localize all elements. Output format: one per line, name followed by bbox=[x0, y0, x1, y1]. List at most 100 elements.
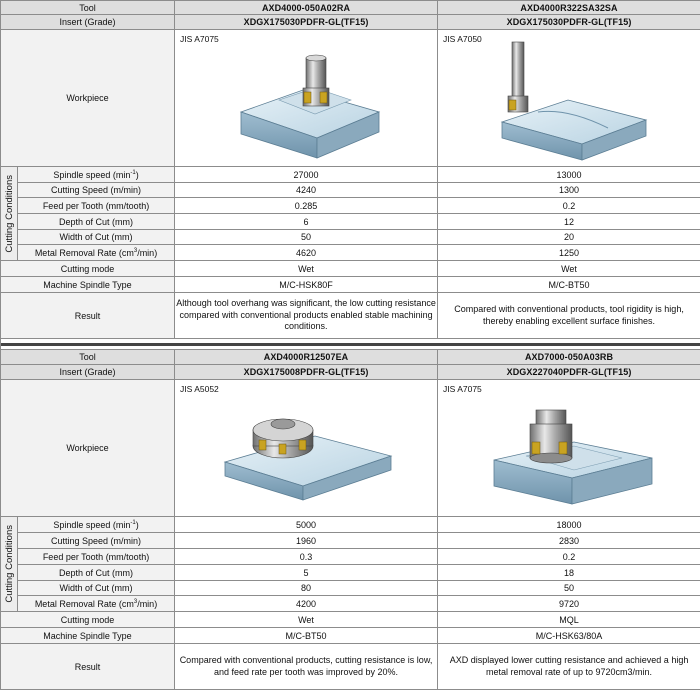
insert-label: Insert (Grade) bbox=[0, 364, 176, 380]
mrr-label: Metal Removal Rate (cm3/min) bbox=[16, 244, 176, 261]
spindle-speed-value: 18000 bbox=[437, 516, 700, 533]
tool-label: Tool bbox=[0, 0, 176, 15]
spindle-type-label: Machine Spindle Type bbox=[0, 627, 176, 644]
workpiece-cell: JIS A5052 bbox=[174, 379, 439, 517]
spindle-speed-label: Spindle speed (min-1) bbox=[16, 166, 176, 183]
result-text: Although tool overhang was significant, … bbox=[174, 292, 439, 339]
spindle-type-value: M/C-HSK80F bbox=[174, 276, 439, 293]
result-text: Compared with conventional products, too… bbox=[437, 292, 700, 339]
deep-pocket-illustration bbox=[493, 409, 653, 505]
workpiece-row: Workpiece JIS A5052 JIS A7075 bbox=[0, 379, 700, 517]
spindle-type-row: Machine Spindle Type M/C-BT50 M/C-HSK63/… bbox=[0, 627, 700, 644]
cutting-conditions-side-label: Cutting Conditions bbox=[0, 166, 18, 261]
tool-name: AXD4000-050A02RA bbox=[174, 0, 439, 15]
mrr-row: Metal Removal Rate (cm3/min) 4200 9720 bbox=[1, 595, 700, 612]
insert-row: Insert (Grade) XDGX175030PDFR-GL(TF15) X… bbox=[0, 14, 700, 30]
depth-of-cut-row: Depth of Cut (mm) 6 12 bbox=[1, 213, 700, 230]
feed-per-tooth-value: 0.285 bbox=[174, 197, 439, 214]
cutting-speed-label: Cutting Speed (m/min) bbox=[16, 182, 176, 198]
width-of-cut-value: 20 bbox=[437, 229, 700, 245]
depth-of-cut-label: Depth of Cut (mm) bbox=[16, 213, 176, 230]
depth-of-cut-value: 18 bbox=[437, 564, 700, 581]
tool-name: AXD4000R322SA32SA bbox=[437, 0, 700, 15]
face-mill-plate-illustration bbox=[223, 418, 393, 501]
insert-name: XDGX175030PDFR-GL(TF15) bbox=[437, 14, 700, 30]
material-label: JIS A7075 bbox=[180, 34, 219, 44]
cutting-mode-label: Cutting mode bbox=[0, 611, 176, 628]
mrr-value: 4200 bbox=[174, 595, 439, 612]
result-text: AXD displayed lower cutting resistance a… bbox=[437, 643, 700, 690]
result-row: Result Although tool overhang was signif… bbox=[0, 292, 700, 339]
cutting-speed-value: 1300 bbox=[437, 182, 700, 198]
tool-row: Tool AXD4000-050A02RA AXD4000R322SA32SA bbox=[0, 0, 700, 15]
depth-of-cut-row: Depth of Cut (mm) 5 18 bbox=[1, 564, 700, 581]
insert-label: Insert (Grade) bbox=[0, 14, 176, 30]
spindle-type-label: Machine Spindle Type bbox=[0, 276, 176, 293]
insert-name: XDGX175008PDFR-GL(TF15) bbox=[174, 364, 439, 380]
spindle-speed-value: 27000 bbox=[174, 166, 439, 183]
cutting-mode-value: MQL bbox=[437, 611, 700, 628]
tool-label: Tool bbox=[0, 349, 176, 365]
material-label: JIS A7050 bbox=[443, 34, 482, 44]
material-label: JIS A5052 bbox=[180, 384, 219, 394]
tool-name: AXD4000R12507EA bbox=[174, 349, 439, 365]
depth-of-cut-label: Depth of Cut (mm) bbox=[16, 564, 176, 581]
workpiece-row: Workpiece JIS A7075 JIS A7050 bbox=[0, 29, 700, 167]
width-of-cut-row: Width of Cut (mm) 80 50 bbox=[1, 580, 700, 596]
feed-per-tooth-value: 0.2 bbox=[437, 548, 700, 565]
mrr-value: 9720 bbox=[437, 595, 700, 612]
cutting-speed-value: 4240 bbox=[174, 182, 439, 198]
cutting-mode-value: Wet bbox=[174, 260, 439, 277]
result-text: Compared with conventional products, cut… bbox=[174, 643, 439, 690]
width-of-cut-value: 80 bbox=[174, 580, 439, 596]
spindle-speed-value: 13000 bbox=[437, 166, 700, 183]
depth-of-cut-value: 5 bbox=[174, 564, 439, 581]
face-milling-slot-illustration bbox=[239, 54, 381, 159]
result-row: Result Compared with conventional produc… bbox=[0, 643, 700, 690]
mrr-row: Metal Removal Rate (cm3/min) 4620 1250 bbox=[1, 244, 700, 261]
width-of-cut-row: Width of Cut (mm) 50 20 bbox=[1, 229, 700, 245]
cutting-mode-value: Wet bbox=[174, 611, 439, 628]
insert-name: XDGX227040PDFR-GL(TF15) bbox=[437, 364, 700, 380]
workpiece-cell: JIS A7075 bbox=[437, 379, 700, 517]
width-of-cut-value: 50 bbox=[174, 229, 439, 245]
result-label: Result bbox=[0, 292, 176, 339]
mrr-value: 4620 bbox=[174, 244, 439, 261]
feed-per-tooth-value: 0.2 bbox=[437, 197, 700, 214]
section-separator bbox=[0, 338, 700, 350]
workpiece-label: Workpiece bbox=[0, 379, 176, 517]
depth-of-cut-value: 6 bbox=[174, 213, 439, 230]
workpiece-cell: JIS A7075 bbox=[174, 29, 439, 167]
spindle-type-row: Machine Spindle Type M/C-HSK80F M/C-BT50 bbox=[0, 276, 700, 293]
spindle-speed-row: Cutting Conditions Spindle speed (min-1)… bbox=[0, 166, 700, 261]
cutting-speed-row: Cutting Speed (m/min) 4240 1300 bbox=[1, 182, 700, 198]
cutting-mode-row: Cutting mode Wet MQL bbox=[0, 611, 700, 628]
feed-per-tooth-label: Feed per Tooth (mm/tooth) bbox=[16, 197, 176, 214]
spindle-type-value: M/C-HSK63/80A bbox=[437, 627, 700, 644]
cutting-speed-label: Cutting Speed (m/min) bbox=[16, 532, 176, 549]
tool-name: AXD7000-050A03RB bbox=[437, 349, 700, 365]
width-of-cut-label: Width of Cut (mm) bbox=[16, 580, 176, 596]
cutting-conditions-side-label: Cutting Conditions bbox=[0, 516, 18, 612]
depth-of-cut-value: 12 bbox=[437, 213, 700, 230]
cutting-speed-value: 1960 bbox=[174, 532, 439, 549]
cutting-speed-value: 2830 bbox=[437, 532, 700, 549]
width-of-cut-label: Width of Cut (mm) bbox=[16, 229, 176, 245]
spindle-speed-row: Cutting Conditions Spindle speed (min-1)… bbox=[0, 516, 700, 612]
material-label: JIS A7075 bbox=[443, 384, 482, 394]
spindle-type-value: M/C-BT50 bbox=[437, 276, 700, 293]
cutting-speed-row: Cutting Speed (m/min) 1960 2830 bbox=[1, 532, 700, 549]
workpiece-cell: JIS A7050 bbox=[437, 29, 700, 167]
spindle-type-value: M/C-BT50 bbox=[174, 627, 439, 644]
insert-name: XDGX175030PDFR-GL(TF15) bbox=[174, 14, 439, 30]
shank-end-mill-illustration bbox=[500, 41, 648, 161]
spindle-speed-value: 5000 bbox=[174, 516, 439, 533]
spindle-speed-label: Spindle speed (min-1) bbox=[16, 516, 176, 533]
mrr-label: Metal Removal Rate (cm3/min) bbox=[16, 595, 176, 612]
feed-per-tooth-value: 0.3 bbox=[174, 548, 439, 565]
workpiece-label: Workpiece bbox=[0, 29, 176, 167]
mrr-value: 1250 bbox=[437, 244, 700, 261]
tool-row: Tool AXD4000R12507EA AXD7000-050A03RB bbox=[0, 349, 700, 365]
result-label: Result bbox=[0, 643, 176, 690]
